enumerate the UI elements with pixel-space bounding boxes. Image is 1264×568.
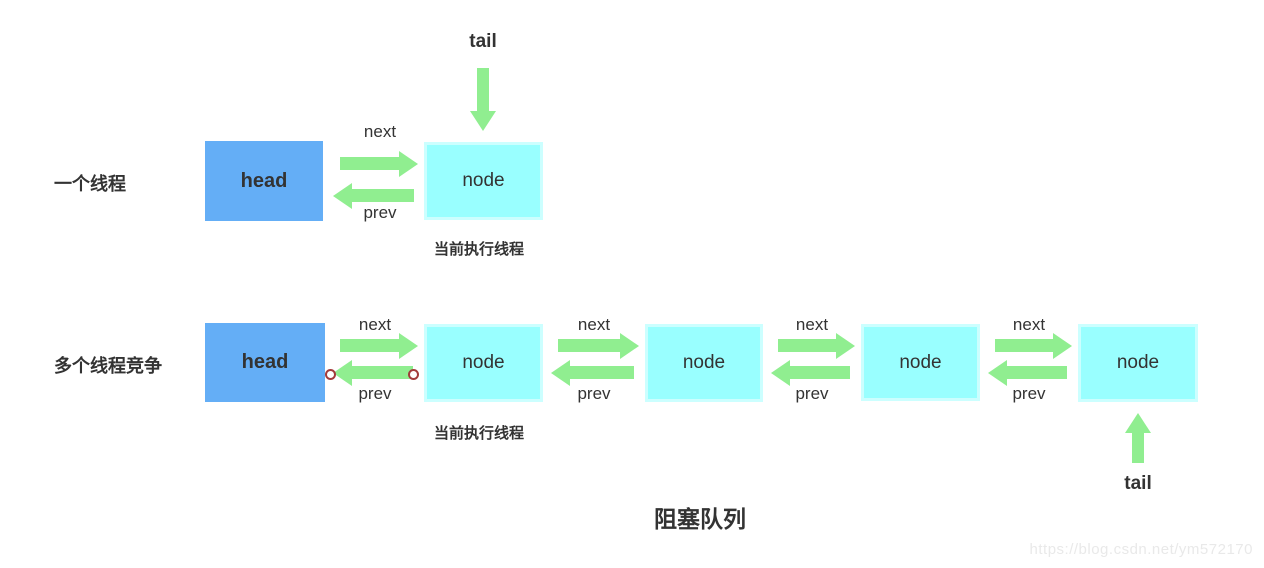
node-box-single: node — [424, 142, 543, 220]
next-label-gap1: next — [358, 315, 392, 334]
node-box-multi-4: node — [1078, 324, 1198, 402]
node-box-multi-3-label: node — [899, 351, 942, 373]
watermark-url: https://blog.csdn.net/ym572170 — [1029, 541, 1253, 558]
row-single-caption: 一个线程 — [54, 174, 126, 194]
prev-arrow-gap2-icon — [551, 359, 634, 386]
node-box-multi-2-label: node — [682, 352, 726, 373]
head-box-single-label: head — [240, 169, 288, 192]
next-arrow-gap1-icon — [340, 332, 418, 359]
next-arrow-gap3-icon — [778, 332, 855, 359]
diagram-title: 阻塞队列 — [654, 506, 746, 532]
next-label-gap2: next — [577, 315, 611, 334]
prev-arrow-single-icon — [333, 182, 414, 209]
prev-arrow-gap1-icon — [333, 359, 413, 386]
row-multi-caption: 多个线程竞争 — [54, 356, 162, 376]
node-box-multi-1: node — [424, 324, 543, 402]
edge-endpoint-left-icon — [325, 369, 336, 380]
next-arrow-gap4-icon — [995, 332, 1072, 359]
tail-arrow-up-icon — [1125, 413, 1151, 463]
prev-arrow-gap4-icon — [988, 359, 1067, 386]
prev-label-gap2: prev — [577, 384, 611, 403]
prev-label-gap3: prev — [795, 384, 829, 403]
prev-label-gap4: prev — [1012, 384, 1046, 403]
prev-label-gap1: prev — [358, 384, 392, 403]
tail-label-multi: tail — [1124, 473, 1152, 494]
current-thread-label-multi: 当前执行线程 — [434, 425, 525, 442]
next-label-gap3: next — [795, 315, 829, 334]
node-box-multi-2: node — [645, 324, 763, 402]
tail-label-single: tail — [469, 31, 497, 52]
next-label-single: next — [363, 122, 397, 141]
prev-arrow-gap3-icon — [771, 359, 850, 386]
node-box-multi-3: node — [861, 324, 980, 401]
node-box-single-label: node — [462, 170, 505, 191]
current-thread-label-single: 当前执行线程 — [434, 241, 525, 258]
head-box-single: head — [205, 141, 323, 221]
edge-endpoint-right-icon — [408, 369, 419, 380]
node-box-multi-1-label: node — [462, 352, 505, 373]
prev-label-single: prev — [363, 203, 397, 222]
node-box-multi-4-label: node — [1116, 352, 1160, 373]
head-box-multi-label: head — [241, 351, 289, 373]
next-arrow-single-icon — [340, 150, 418, 177]
head-box-multi: head — [205, 323, 325, 402]
next-arrow-gap2-icon — [558, 332, 639, 359]
tail-arrow-down-icon — [470, 68, 496, 131]
next-label-gap4: next — [1012, 315, 1046, 334]
